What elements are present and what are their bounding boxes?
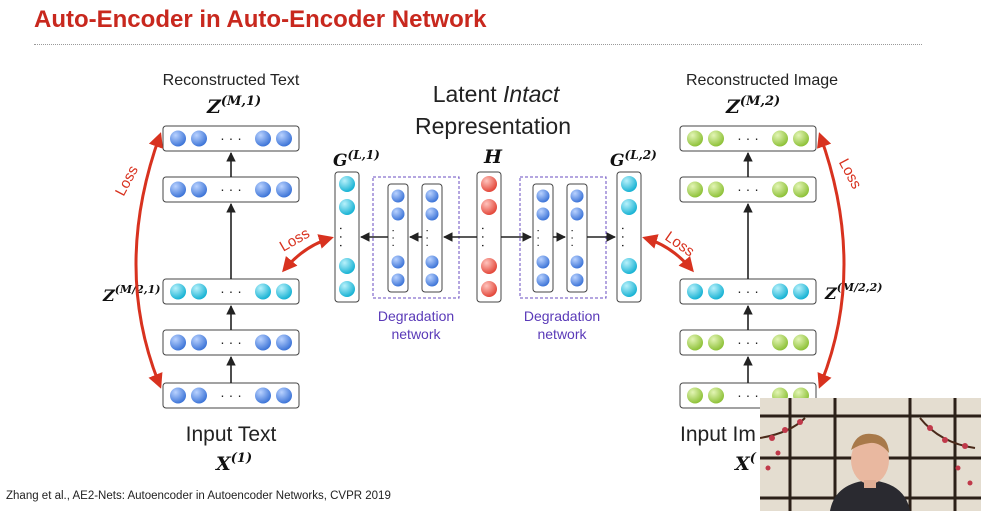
left-degradation-label-2: network [391, 326, 441, 342]
svg-text:· · ·: · · · [737, 130, 759, 146]
svg-text:· · ·: · · · [220, 130, 242, 146]
left-loss-arc [134, 132, 163, 389]
h-column: · · · [476, 171, 502, 303]
g-l1-label: G(L,1) [333, 148, 380, 171]
z-m2-1-label: Z(M/2,1) [102, 283, 160, 305]
svg-text:· · ·: · · · [220, 334, 242, 350]
x2-label: X( [734, 451, 757, 475]
z-m2-label: Z(M,2) [725, 94, 780, 118]
z-m2-2-label: Z(M/2,2) [824, 281, 882, 303]
reconstructed-image-label: Reconstructed Image [686, 72, 838, 89]
right-layer-2: · · · [679, 176, 817, 203]
left-layer-4: · · · [162, 329, 300, 356]
right-loss-label: Loss [835, 156, 865, 192]
input-text-label: Input Text [186, 423, 277, 446]
right-branch: Reconstructed Image Z(M,2) · · · · · · ·… [679, 72, 882, 475]
right-degradation-label-2: network [537, 326, 587, 342]
right-small-loss-arc [642, 234, 694, 273]
left-degradation-network: · · · · · · [372, 176, 460, 299]
h-label: H [483, 146, 503, 168]
svg-text:· · ·: · · · [532, 229, 546, 248]
latent-title-line2: Representation [415, 113, 571, 139]
right-layer-top: · · · [679, 125, 817, 152]
left-loss-label: Loss [112, 163, 142, 199]
right-degradation-network: · · · · · · [519, 176, 607, 299]
svg-text:· · ·: · · · [616, 226, 632, 248]
right-loss-arc [817, 132, 846, 389]
title-divider [34, 44, 922, 45]
svg-text:· · ·: · · · [421, 229, 435, 248]
g-l1-column: · · · [334, 171, 360, 303]
left-layer-input: · · · [162, 382, 300, 409]
svg-text:· · ·: · · · [334, 226, 350, 248]
svg-text:· · ·: · · · [737, 283, 759, 299]
input-image-label: Input Im [680, 423, 756, 446]
left-small-loss-label: Loss [277, 225, 313, 256]
svg-text:· · ·: · · · [737, 387, 759, 403]
left-branch: Reconstructed Text Z(M,1) · · · · · · · … [102, 72, 300, 475]
right-layer-input: · · · [679, 382, 817, 409]
latent-title-line1: Latent Intact [433, 81, 561, 107]
slide-title: Auto-Encoder in Auto-Encoder Network [34, 6, 487, 33]
left-layer-mid: · · · [162, 278, 300, 305]
left-layer-top: · · · [162, 125, 300, 152]
svg-text:· · ·: · · · [737, 181, 759, 197]
right-degradation-label-1: Degradation [524, 308, 600, 324]
svg-text:· · ·: · · · [566, 229, 580, 248]
g-l2-column: · · · [616, 171, 642, 303]
right-layer-4: · · · [679, 329, 817, 356]
svg-text:· · ·: · · · [737, 334, 759, 350]
x1-label: X(1) [215, 451, 252, 475]
svg-text:· · ·: · · · [220, 181, 242, 197]
left-degradation-label-1: Degradation [378, 308, 454, 324]
reconstructed-text-label: Reconstructed Text [163, 72, 300, 89]
svg-text:· · ·: · · · [387, 229, 401, 248]
citation: Zhang et al., AE2-Nets: Autoencoder in A… [6, 490, 391, 502]
presenter-webcam [760, 398, 981, 511]
svg-text:· · ·: · · · [476, 226, 492, 248]
center-section: Latent Intact Representation H G(L,1) G(… [277, 81, 698, 342]
svg-text:· · ·: · · · [220, 387, 242, 403]
left-layer-2: · · · [162, 176, 300, 203]
z-m1-label: Z(M,1) [206, 94, 261, 118]
g-l2-label: G(L,2) [610, 148, 657, 171]
right-layer-mid: · · · [679, 278, 817, 305]
svg-text:· · ·: · · · [220, 283, 242, 299]
left-small-loss-arc [282, 234, 334, 273]
